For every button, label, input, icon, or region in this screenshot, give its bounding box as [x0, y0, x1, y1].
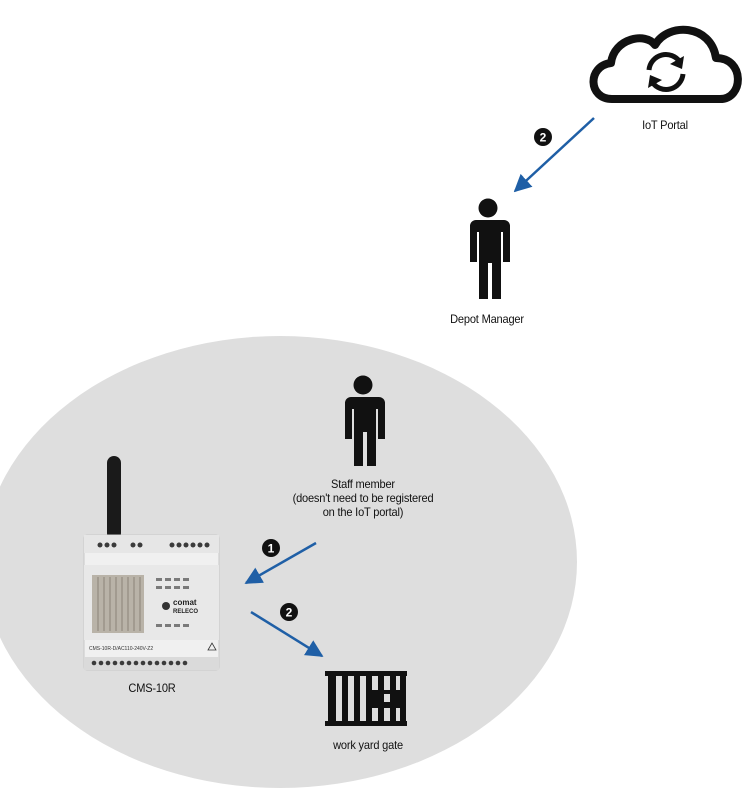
step-badge-device-to-gate: 2	[280, 603, 298, 621]
arrow-device-to-gate	[250, 610, 324, 658]
svg-text:1: 1	[268, 542, 275, 556]
arrow-staff-to-device	[244, 541, 317, 585]
device-brand-logo	[162, 602, 170, 610]
arrow-cloud-to-manager	[513, 117, 595, 193]
staff-member-person-icon	[345, 375, 385, 466]
depot-manager-person-icon	[470, 198, 510, 299]
staff-member-note-line1: (doesn't need to be registered	[292, 491, 434, 505]
staff-member-label: Staff member (doesn't need to be registe…	[273, 477, 453, 519]
gate-label: work yard gate	[333, 738, 403, 752]
device-brand-line1: comat	[173, 598, 197, 607]
device-model-text: CMS-10R-D/AC110-240V-Z2	[89, 646, 153, 652]
gate-icon	[325, 671, 407, 726]
device-relay-block	[92, 575, 144, 633]
svg-text:2: 2	[286, 606, 293, 620]
local-zone	[0, 336, 577, 788]
cms-10r-device: comat RELECO CMS-10R-D/AC110-240V-Z2	[83, 456, 220, 671]
staff-member-note-line2: on the IoT portal)	[322, 505, 404, 519]
staff-member-title: Staff member	[331, 477, 395, 491]
depot-manager-label: Depot Manager	[450, 312, 524, 326]
device-antenna	[107, 456, 121, 540]
device-label: CMS-10R	[128, 681, 176, 695]
svg-text:2: 2	[540, 131, 547, 145]
cloud-sync-icon	[589, 25, 742, 103]
iot-portal-label: IoT Portal	[642, 118, 688, 132]
device-brand-line2: RELECO	[173, 609, 198, 615]
step-badge-cloud-to-manager: 2	[534, 128, 552, 146]
step-badge-staff-to-device: 1	[262, 539, 280, 557]
